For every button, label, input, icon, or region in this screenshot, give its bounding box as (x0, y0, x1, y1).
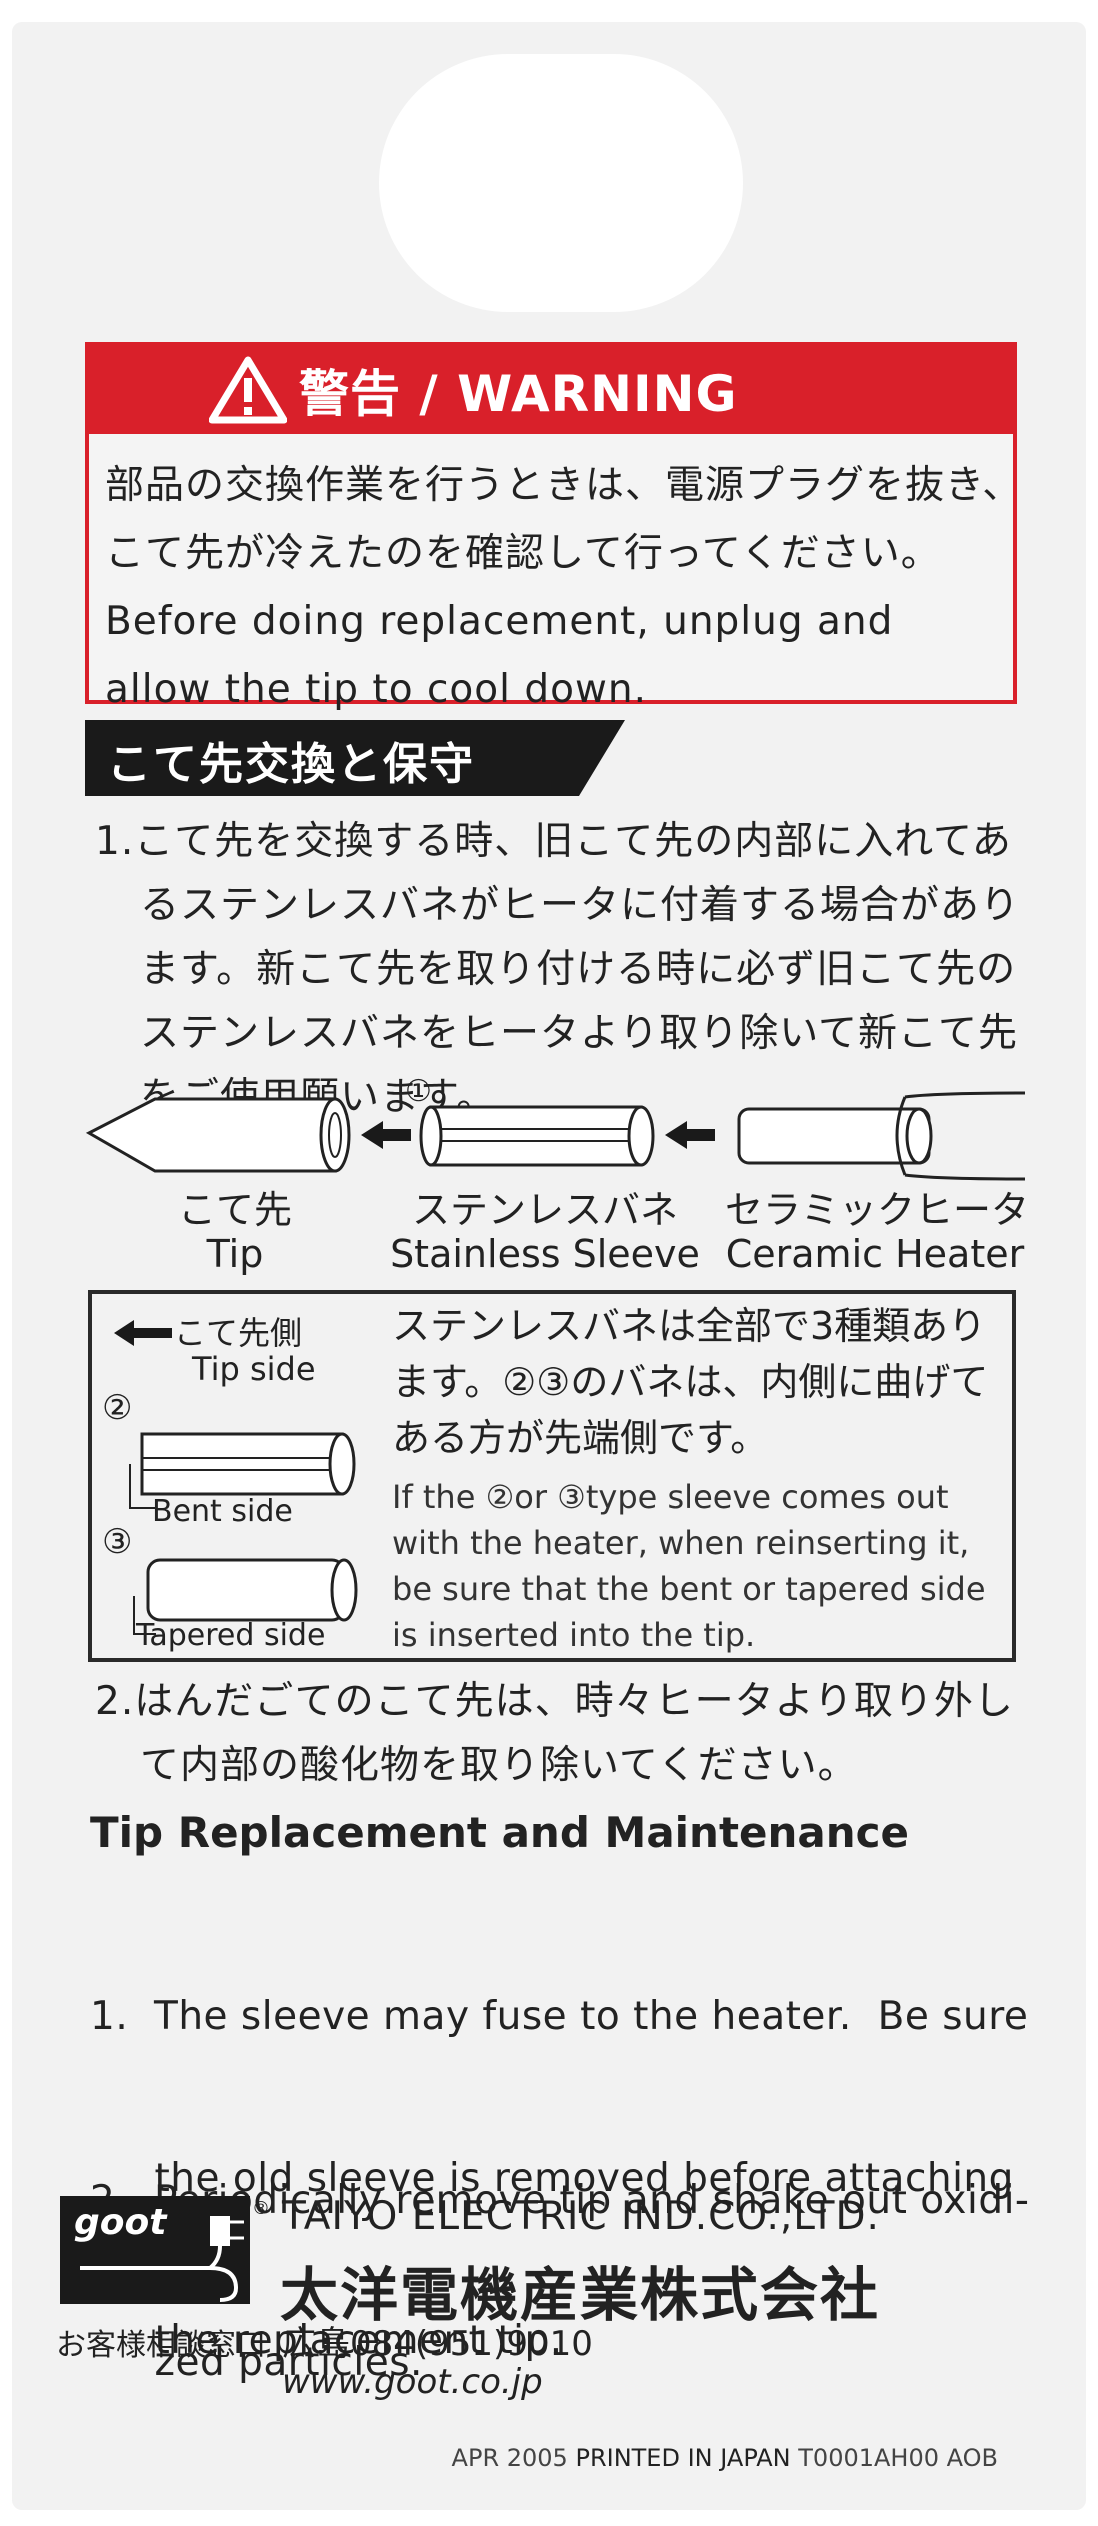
tip-drawing (85, 1097, 351, 1173)
jp-line: るステンレスバネがヒータに付着する場合があり (140, 883, 1021, 928)
hang-hole (379, 54, 743, 312)
website: www.goot.co.jp (282, 2362, 543, 2402)
arrow-left-icon (361, 1121, 411, 1149)
tip-side-en: Tip side (192, 1350, 316, 1388)
warning-box: 警告 / WARNING 部品の交換作業を行うときは、電源プラグを抜き、 こて先… (85, 342, 1021, 712)
warning-triangle-icon (209, 356, 287, 424)
warning-line: こて先が冷えたのを確認して行ってください。 (105, 531, 941, 576)
warning-line: allow the tip to cool down. (105, 667, 647, 712)
jp-paragraph-1: 1.こて先を交換する時、旧こて先の内部に入れてあ るステンレスバネがヒータに付着… (95, 810, 1020, 1130)
tip-label-jp: こて先 (177, 1188, 292, 1232)
section-header: こて先交換と保守 (85, 720, 625, 796)
company-name-jp: 太洋電機産業株式会社 (280, 2261, 881, 2329)
english-item-2: 2. Periodically remove tip and shake out… (90, 2066, 1030, 2444)
heater-label-en: Ceramic Heater (725, 1232, 1025, 1276)
sleeve-jp-line: ある方が先端側です。 (392, 1416, 769, 1460)
heater-drawing (737, 1091, 1025, 1181)
registered-mark: ® (252, 2198, 270, 2219)
warning-line: 部品の交換作業を行うときは、電源プラグを抜き、 (105, 463, 1023, 508)
sleeve-drawing (419, 1105, 655, 1167)
jp-line: ます。新こて先を取り付ける時に必ず旧こて先の (140, 947, 1017, 992)
tapered-sleeve-drawing (133, 1558, 358, 1635)
print-date: APR 2005 (451, 2444, 568, 2472)
tapered-side-label: Tapered side (136, 1618, 326, 1653)
bent-sleeve-drawing (129, 1432, 356, 1509)
printed-in: PRINTED IN JAPAN (575, 2444, 791, 2472)
heater-label-jp: セラミックヒータ (725, 1188, 1030, 1232)
jp-line: て内部の酸化物を取り除いてください。 (140, 1743, 858, 1788)
en-line: zed particles. (90, 2340, 423, 2385)
arrow-left-icon (665, 1121, 715, 1149)
sleeve-en-line: is inserted into the tip. (392, 1616, 756, 1654)
sleeve-types-box: こて先側 Tip side ② Bent side ③ Tapered side… (88, 1290, 1016, 1662)
jp-paragraph-2: 2.はんだごてのこて先は、時々ヒータより取り外し て内部の酸化物を取り除いてくだ… (95, 1670, 1014, 1798)
warning-title: 警告 / WARNING (299, 365, 738, 423)
assembly-diagram-art (85, 1091, 1025, 1181)
goot-logo: goot (60, 2196, 250, 2304)
marker-2: ② (102, 1388, 133, 1428)
arrow-left-icon (114, 1320, 172, 1346)
english-title: Tip Replacement and Maintenance (90, 1808, 910, 1857)
tip-label-en: Tip (206, 1232, 264, 1276)
sleeve-en-line: be sure that the bent or tapered side (392, 1570, 986, 1608)
warning-header: 警告 / WARNING (89, 346, 1013, 434)
jp-line: ステンレスバネをヒータより取り除いて新こて先 (140, 1011, 1019, 1056)
plug-icon (80, 2216, 244, 2302)
section-title: こて先交換と保守 (107, 739, 475, 790)
sleeve-jp-line: ます。②③のバネは、内側に曲げて (392, 1360, 989, 1404)
warning-body: 部品の交換作業を行うときは、電源プラグを抜き、 こて先が冷えたのを確認して行って… (89, 434, 1023, 724)
marker-3: ③ (102, 1522, 133, 1562)
sleeve-jp-line: ステンレスバネは全部で3種類あり (392, 1304, 987, 1348)
en-line: the old sleeve is removed before attachi… (90, 2156, 1014, 2201)
sleeve-label-en: Stainless Sleeve (390, 1232, 700, 1276)
en-line: the replacement tip. (90, 2318, 563, 2363)
jp-line: 2.はんだごてのこて先は、時々ヒータより取り外し (95, 1679, 1014, 1724)
print-code: T0001AH00 AOB (798, 2444, 998, 2472)
sleeve-label-jp: ステンレスバネ (411, 1188, 678, 1232)
phone-number: 広島084(951)9010 (282, 2324, 593, 2364)
english-item-1: 1. The sleeve may fuse to the heater. Be… (90, 1882, 1028, 2422)
tip-side-jp: こて先側 (174, 1314, 303, 1352)
assembly-diagram: ① こて先 Tip ステンレスバネ Stainless Sleeve セラミック… (85, 1074, 1030, 1285)
jp-line: 1.こて先を交換する時、旧こて先の内部に入れてあ (95, 819, 1012, 864)
warning-line: Before doing replacement, unplug and (105, 599, 894, 644)
company-name-en: TAIYO ELECTRIC IND.CO.,LTD. (282, 2194, 880, 2239)
sleeve-en-line: If the ②or ③type sleeve comes out (392, 1478, 949, 1516)
logo-text: goot (74, 2202, 167, 2243)
customer-consultation: お客様相談窓口 (56, 2328, 266, 2363)
step-marker: ① (405, 1074, 432, 1109)
sleeve-en-line: with the heater, when reinserting it, (392, 1524, 970, 1562)
en-line: 1. The sleeve may fuse to the heater. Be… (90, 1994, 1029, 2039)
print-info: APR 2005 PRINTED IN JAPAN T0001AH00 AOB (452, 2444, 998, 2472)
section-header-bg (85, 720, 625, 796)
bent-side-label: Bent side (152, 1494, 293, 1529)
